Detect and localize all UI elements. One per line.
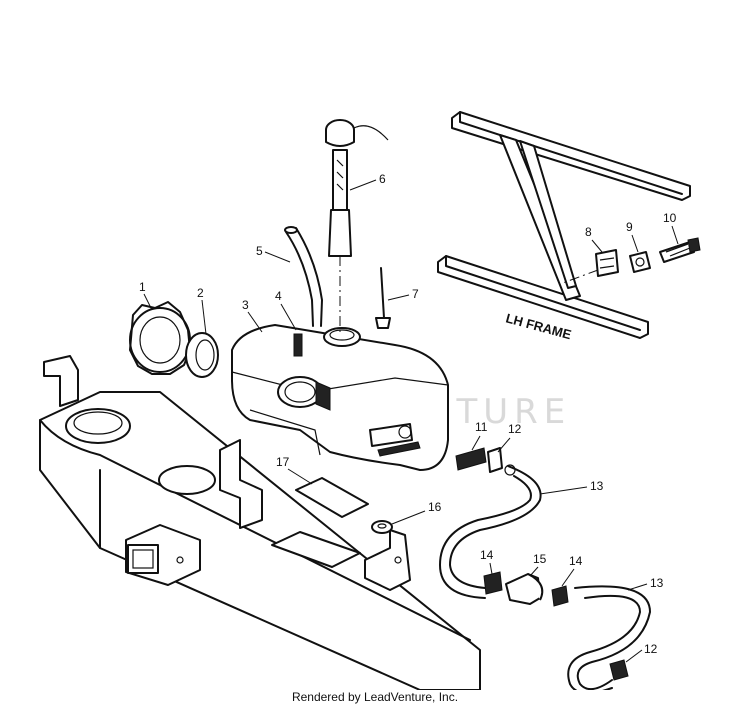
fuel-filter <box>483 571 629 681</box>
callout-labels: 1 2 3 4 5 6 7 8 9 10 11 12 12 13 13 14 1… <box>139 172 679 663</box>
callout-12b: 12 <box>644 642 658 656</box>
fuel-cap <box>129 301 219 378</box>
outlet-fitting <box>455 447 516 476</box>
callout-5: 5 <box>256 244 263 258</box>
callout-17: 17 <box>276 455 290 469</box>
callout-14b: 14 <box>569 554 583 568</box>
lh-frame: LH FRAME <box>437 111 691 342</box>
fuel-line-lower <box>567 585 651 690</box>
fuel-line-upper <box>439 465 542 599</box>
callout-10: 10 <box>663 211 677 225</box>
callout-14a: 14 <box>480 548 494 562</box>
callout-11: 11 <box>475 420 488 434</box>
footer-credit: Rendered by LeadVenture, Inc. <box>291 690 459 704</box>
callout-1: 1 <box>139 280 146 294</box>
mount-hardware <box>559 237 701 285</box>
callout-2: 2 <box>197 286 204 300</box>
callout-15: 15 <box>533 552 547 566</box>
fuel-tank <box>231 324 449 471</box>
fuel-gauge-sender <box>325 119 389 336</box>
callout-13a: 13 <box>590 479 604 493</box>
callout-4: 4 <box>275 289 282 303</box>
callout-8: 8 <box>585 225 592 239</box>
callout-16: 16 <box>428 500 442 514</box>
callout-9: 9 <box>626 220 633 234</box>
vent-hose <box>284 226 323 357</box>
shutoff-valve <box>375 267 391 329</box>
callout-3: 3 <box>242 298 249 312</box>
fuel-system-diagram: LEADVENTURE LH FRAME <box>39 111 701 690</box>
grommet-and-pad <box>295 477 393 534</box>
callout-6: 6 <box>379 172 386 186</box>
lh-frame-label: LH FRAME <box>504 310 573 342</box>
callout-7: 7 <box>412 287 419 301</box>
callout-13b: 13 <box>650 576 664 590</box>
callout-12a: 12 <box>508 422 522 436</box>
tank-mount-frame <box>39 355 481 690</box>
